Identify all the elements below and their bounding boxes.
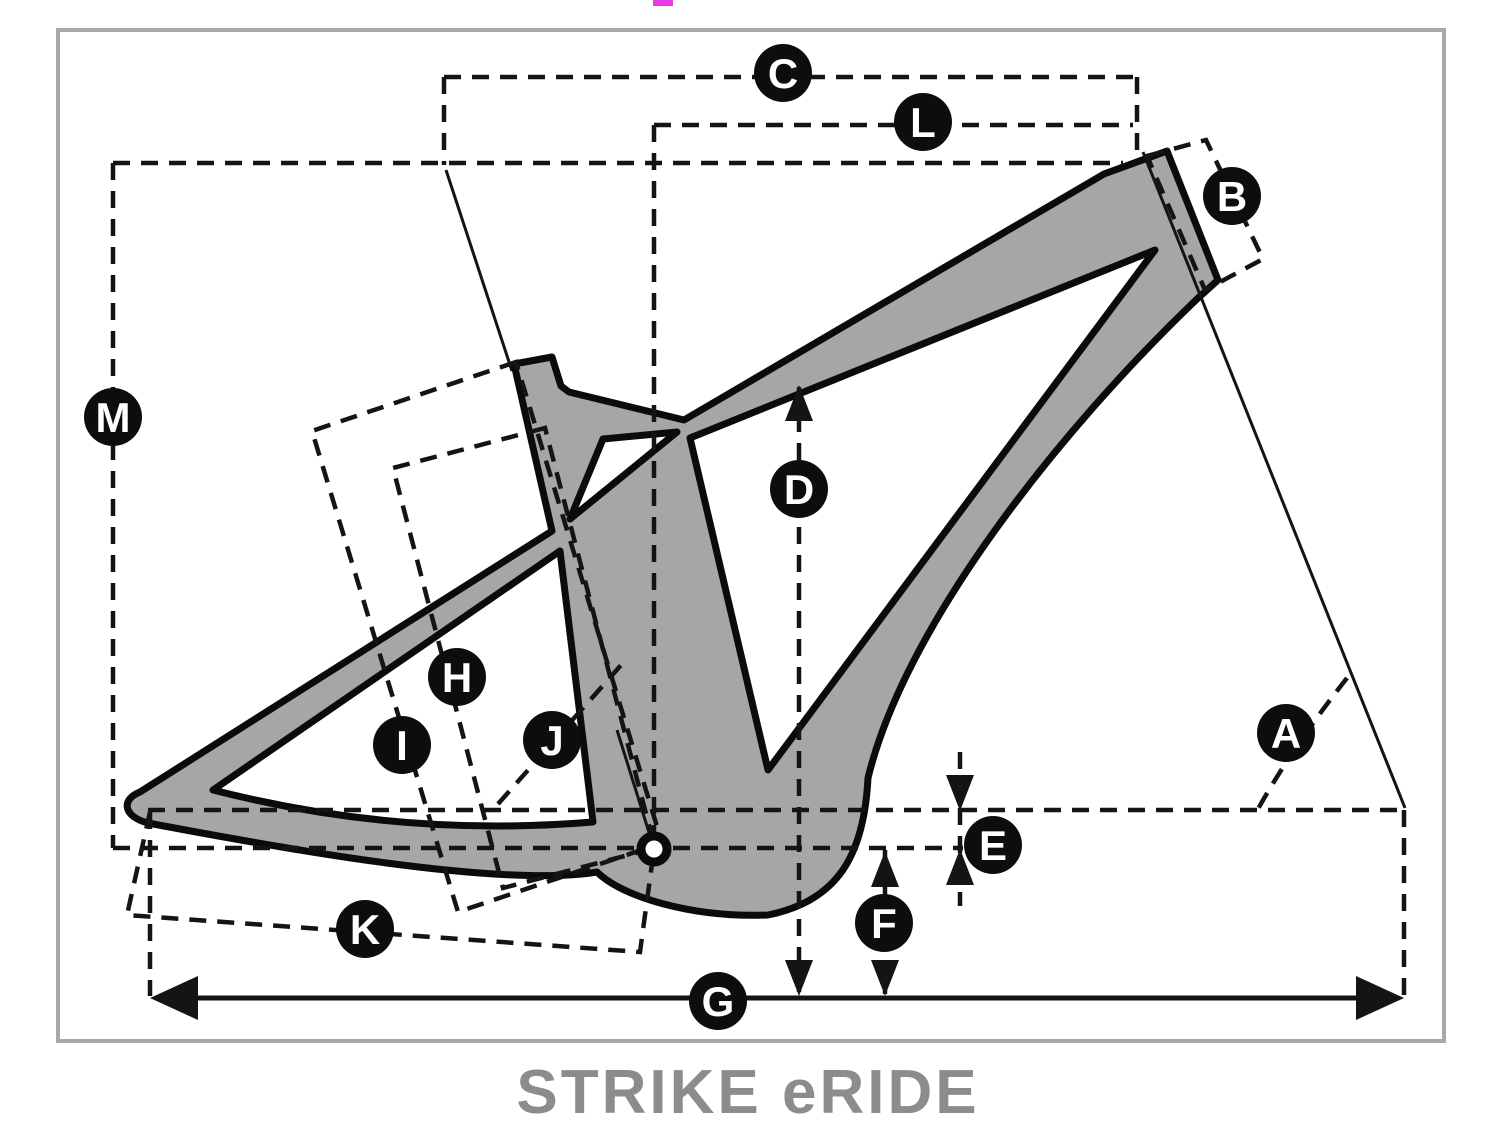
measure-label-A: A — [1257, 704, 1315, 762]
label-letter: H — [442, 654, 472, 701]
d-top-arrowhead — [785, 385, 813, 421]
label-letter: L — [910, 99, 936, 146]
diagram-title: STRIKE eRIDE — [516, 1058, 979, 1125]
box-i-seat-tube — [390, 425, 658, 891]
label-circle-L — [894, 93, 952, 151]
seat-axis-line-upper — [444, 169, 514, 372]
seatstay-toptube-wedge-cutout — [566, 428, 681, 523]
label-letter: D — [784, 466, 814, 513]
label-circle-D — [770, 460, 828, 518]
measure-label-I: I — [373, 716, 431, 774]
label-circle-E — [964, 816, 1022, 874]
seat-axis-line-lower — [615, 729, 654, 843]
label-circle-K — [336, 900, 394, 958]
measure-label-B: B — [1203, 167, 1261, 225]
measure-arrowheads — [785, 385, 974, 996]
d-bottom-arrowhead — [785, 960, 813, 996]
label-letter: C — [768, 50, 798, 97]
measure-label-J: J — [523, 711, 581, 769]
measure-labels: A B C D E F G HI J K L M — [84, 44, 1315, 1030]
label-circle-I — [373, 716, 431, 774]
e-down-arrowhead — [946, 775, 974, 811]
f-up-arrowhead — [871, 851, 899, 887]
label-circle-C — [754, 44, 812, 102]
measure-label-E: E — [964, 816, 1022, 874]
label-letter: K — [350, 906, 380, 953]
measure-label-F: F — [855, 894, 913, 952]
magenta-logo-fragment — [653, 0, 673, 6]
label-circle-B — [1203, 167, 1261, 225]
label-circle-H — [428, 648, 486, 706]
steering-axis-line — [1141, 151, 1407, 809]
measure-label-K: K — [336, 900, 394, 958]
label-letter: F — [871, 900, 897, 947]
label-letter: B — [1217, 173, 1247, 220]
label-letter: J — [540, 717, 563, 764]
label-letter: I — [396, 722, 408, 769]
box-b-head-tube — [1143, 137, 1266, 294]
label-circle-M — [84, 388, 142, 446]
g-left-arrowhead — [150, 976, 198, 1020]
wheelbase-arrow — [150, 976, 1404, 1020]
label-letter: M — [96, 394, 131, 441]
measure-label-L: L — [894, 93, 952, 151]
measure-label-C: C — [754, 44, 812, 102]
label-letter: E — [979, 822, 1007, 869]
box-h-seat-tube — [309, 359, 665, 915]
label-circle-G — [689, 972, 747, 1030]
measure-label-H: H — [428, 648, 486, 706]
label-circle-J — [523, 711, 581, 769]
measure-label-D: D — [770, 460, 828, 518]
measure-label-M: M — [84, 388, 142, 446]
label-letter: A — [1271, 710, 1301, 757]
f-down-arrowhead — [871, 960, 899, 996]
bottom-bracket-marker — [636, 831, 672, 867]
measure-label-G: G — [689, 972, 747, 1030]
main-triangle-cutout — [686, 246, 1159, 774]
e-up-arrowhead — [946, 849, 974, 885]
g-right-arrowhead — [1356, 976, 1404, 1020]
label-letter: G — [702, 978, 735, 1025]
label-circle-F — [855, 894, 913, 952]
label-circle-A — [1257, 704, 1315, 762]
rear-triangle-cutout — [209, 547, 597, 830]
